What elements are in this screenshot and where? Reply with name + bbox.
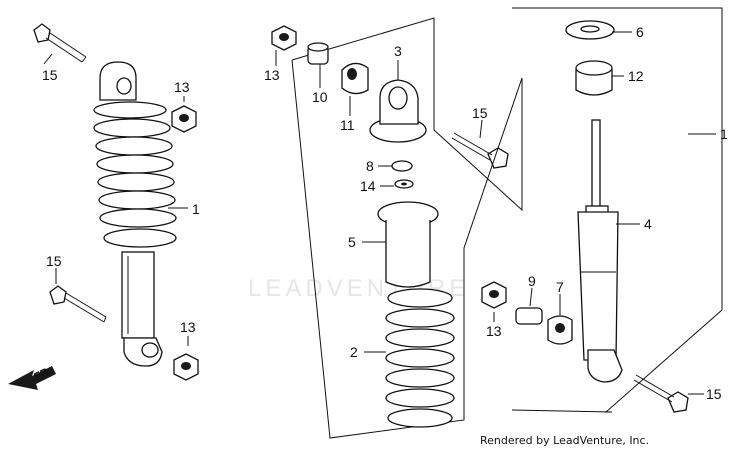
callout-1: 1 [192, 201, 200, 217]
callout-11: 11 [340, 117, 355, 133]
upper-mount-3 [369, 79, 427, 143]
callout-15: 15 [46, 253, 62, 269]
seal-11 [341, 62, 369, 95]
bolt-center [451, 132, 509, 169]
callout-13: 13 [180, 319, 196, 335]
callout-13: 13 [486, 323, 502, 339]
bolt-top-left [33, 23, 87, 63]
callout-1: 1 [720, 126, 728, 142]
bolt-mid-left [49, 285, 107, 323]
shock-assembly [93, 61, 177, 367]
callout-3: 3 [394, 43, 402, 59]
bump-stop-12 [575, 60, 613, 96]
callout-13: 13 [174, 79, 190, 95]
nut-8 [391, 160, 413, 172]
callout-4: 4 [644, 216, 652, 232]
callout-15: 15 [706, 386, 722, 402]
callout-10: 10 [312, 89, 328, 105]
callout-13: 13 [264, 67, 280, 83]
washer-14 [394, 179, 414, 189]
bushing-9 [515, 307, 543, 325]
callout-2: 2 [350, 344, 358, 360]
footer-credit: Rendered by LeadVenture, Inc. [480, 434, 649, 447]
spring-seat-5 [377, 201, 439, 288]
callout-12: 12 [628, 68, 644, 84]
nut-center-lower [481, 281, 507, 309]
callout-15: 15 [42, 67, 58, 83]
coil-spring [93, 101, 177, 248]
callout-5: 5 [348, 234, 356, 250]
bolt-lower-right [633, 374, 689, 413]
nut-left-upper [171, 105, 197, 133]
nut-left-lower [173, 353, 199, 381]
washer-6 [565, 20, 615, 40]
spring-2 [385, 288, 455, 428]
group-outline-right [511, 7, 723, 413]
callout-7: 7 [556, 279, 564, 295]
callout-14: 14 [360, 178, 376, 194]
collar-7 [547, 315, 573, 345]
callout-8: 8 [366, 158, 374, 174]
front-direction-arrow: FR. [8, 365, 56, 390]
callout-15: 15 [472, 105, 488, 121]
callout-9: 9 [528, 273, 536, 289]
nut-top-center [271, 25, 297, 51]
bushing-10 [307, 42, 329, 65]
callout-6: 6 [636, 24, 644, 40]
damper-4 [577, 119, 623, 383]
group-outline-middle [291, 17, 523, 439]
